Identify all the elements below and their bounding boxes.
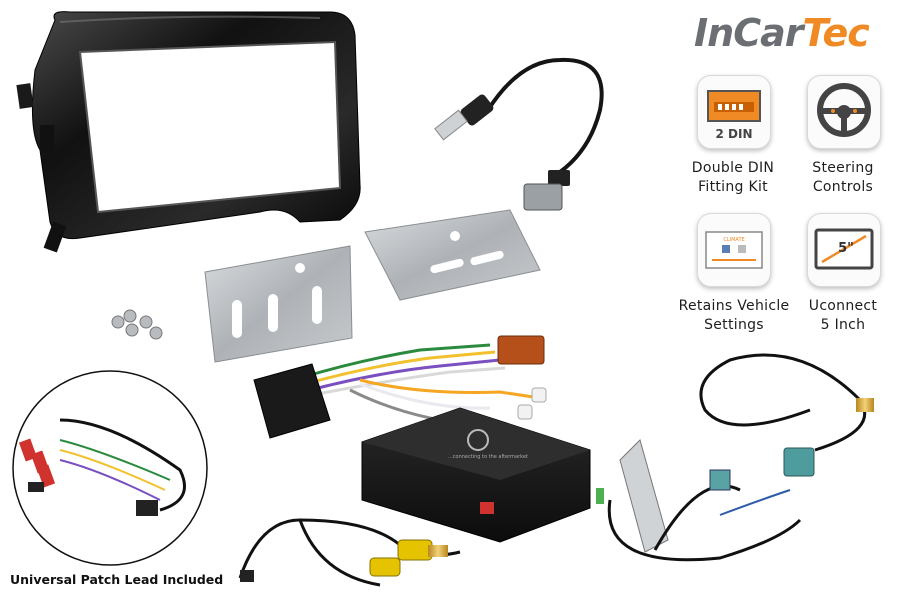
camera-rca-lead [238,518,461,587]
iso-harness [253,335,547,439]
double-din-label: Double DIN Fitting Kit [668,159,798,197]
settings-label: Retains Vehicle Settings [669,297,799,335]
brand-logo-part1: InCar [694,11,803,55]
brand-logo: InCarTec [694,8,890,58]
black-gloss-fascia [16,11,361,253]
usb-adapter-cable [434,57,604,211]
settings-label-line2: Settings [704,317,764,333]
screen-size-label: 5" [838,241,854,256]
screen-label: Uconnect 5 Inch [778,297,900,335]
steering-wheel-icon [807,75,881,149]
double-din-icon: 2 DIN [697,75,771,149]
antenna-adapter [596,439,802,562]
steering-interface-box: ...connecting to the aftermarket [361,407,591,543]
steering-label-line2: Controls [812,179,874,195]
fakra-extension-cable [699,353,874,477]
settings-label-line1: Retains Vehicle [678,298,790,314]
double-din-badge: 2 DIN [716,127,753,141]
patch-lead-caption: Universal Patch Lead Included [10,572,224,587]
screws [111,309,163,340]
steering-label-line1: Steering [812,160,874,176]
interface-box-text: ...connecting to the aftermarket [448,454,528,460]
screen-label-line2: 5 Inch [820,317,866,333]
patch-lead [12,370,208,566]
steering-label: Steering Controls [778,159,900,197]
mounting-brackets [204,209,541,363]
climate-display-icon: CLIMATE [697,213,771,287]
screen-size-icon: 5" [807,213,881,287]
climate-screen-label: CLIMATE [723,237,744,243]
screen-label-line1: Uconnect [808,298,878,314]
double-din-label-line2: Fitting Kit [698,179,768,195]
double-din-label-line1: Double DIN [691,160,775,176]
brand-logo-part2: Tec [802,11,869,55]
